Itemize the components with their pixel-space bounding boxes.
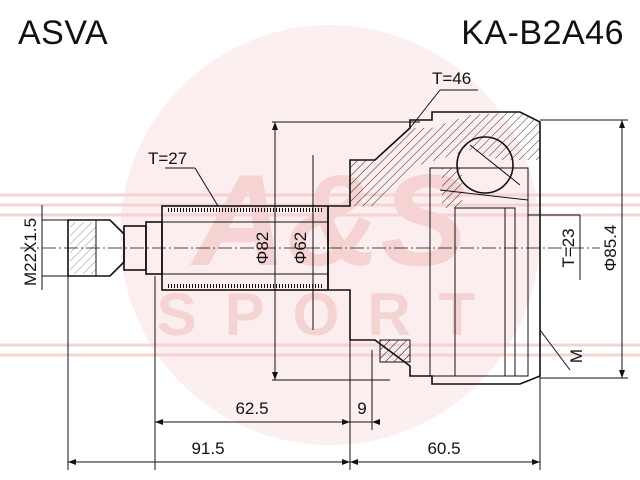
- dim-diam-85-label: Φ85.4: [601, 225, 620, 272]
- dim-diam-62-label: Φ62: [291, 232, 310, 264]
- dim-91-5-label: 91.5: [191, 439, 224, 458]
- dim-9-label: 9: [357, 399, 366, 418]
- dim-60-5-label: 60.5: [427, 439, 460, 458]
- watermark-bottom-text: SPORT: [157, 281, 504, 348]
- dim-abs-teeth-label: T=23: [559, 228, 578, 267]
- dim-spline-inner-label: T=46: [432, 69, 471, 88]
- dimension-lines: [41, 89, 628, 470]
- dim-diam-82-label: Φ82: [253, 232, 272, 264]
- inner-race: [429, 136, 529, 377]
- dim-62-5-label: 62.5: [235, 399, 268, 418]
- part-number-label: KA-B2A46: [461, 14, 624, 52]
- dim-thread-label: M22X1.5: [21, 218, 40, 286]
- dim-seal-mark: M: [567, 349, 586, 363]
- brand-label: ASVA: [18, 14, 109, 52]
- dim-spline-outer-label: T=27: [148, 149, 187, 168]
- ball-bearing-top: [456, 136, 514, 194]
